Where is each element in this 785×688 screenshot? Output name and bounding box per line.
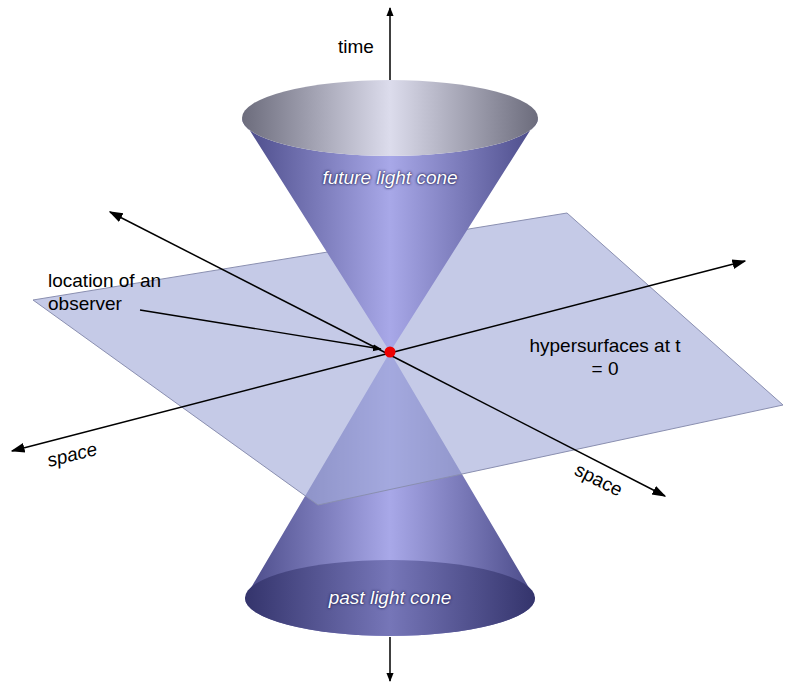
- axis-label: space: [570, 458, 626, 501]
- light-cone-node: future light cone: [322, 167, 457, 190]
- past-cone-base: [245, 560, 535, 636]
- cone-label: future light cone: [322, 167, 457, 190]
- space-axis: [12, 353, 390, 451]
- time-axis: [389, 637, 391, 681]
- space-axis: [390, 355, 665, 496]
- plane-label: hypersurfaces at t = 0: [523, 335, 688, 381]
- axis-label: time: [338, 36, 374, 59]
- time-axis: [389, 8, 391, 80]
- callout-label: location of an observer: [48, 270, 198, 316]
- future-cone-top: [242, 80, 538, 156]
- cone-label: past light cone: [329, 587, 452, 610]
- observer-point: [385, 347, 396, 358]
- light-cone-node: past light cone: [329, 587, 452, 610]
- axis-label: space: [44, 438, 99, 472]
- leader-line: [140, 310, 381, 349]
